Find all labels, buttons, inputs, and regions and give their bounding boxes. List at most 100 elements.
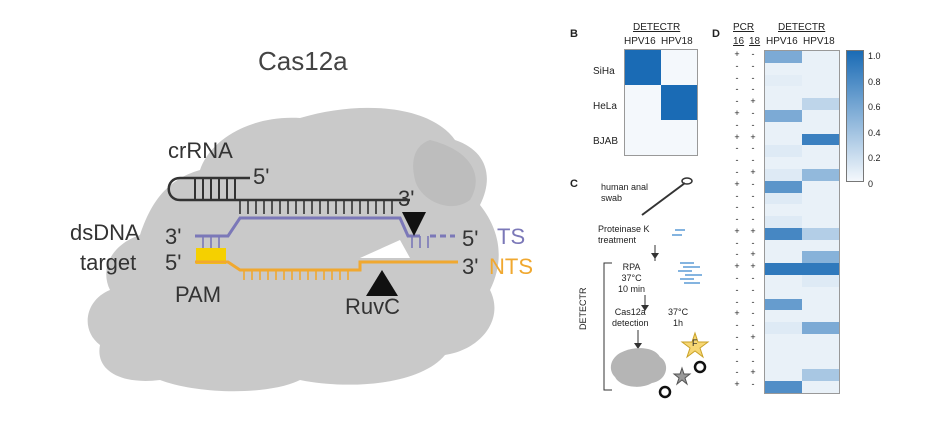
- pcr-result-sign: -: [751, 214, 755, 225]
- panel-b-heat-cell: [661, 120, 697, 155]
- panel-b-row-bjab: BJAB: [593, 136, 619, 147]
- pcr-header: PCR: [733, 22, 755, 33]
- nts-three-prime: 3': [462, 254, 479, 279]
- pcr-result-sign: -: [735, 320, 739, 331]
- pcr-result-sign: +: [750, 332, 756, 343]
- panel-d-heat-cell: [765, 192, 802, 205]
- pcr-result-sign: +: [750, 96, 756, 107]
- fluorophore-star-icon: [680, 331, 710, 359]
- panel-d-heat-cell: [765, 251, 802, 264]
- fluor-label: F: [692, 338, 698, 348]
- pcr-result-sign: -: [751, 202, 755, 213]
- pcr-result-sign: -: [735, 296, 739, 307]
- panel-d-heat-cell: [802, 239, 839, 252]
- pcr-result-sign: -: [735, 143, 739, 154]
- panel-d-heat-cell: [765, 51, 802, 63]
- quencher-icon-2: [658, 385, 672, 399]
- nts-five-prime: 5': [165, 250, 182, 275]
- colorbar-tick-5: 0.2: [868, 153, 881, 164]
- pcr-result-sign: +: [734, 225, 740, 236]
- panel-d-heat-cell: [765, 357, 802, 370]
- cas12a-temp: 37°C: [668, 307, 689, 317]
- panel-d-heat-cell: [765, 275, 802, 287]
- panel-d-heat-cell: [765, 74, 802, 87]
- panel-b-heat-cell: [625, 50, 661, 85]
- pcr-result-sign: -: [751, 107, 755, 118]
- protein-title: Cas12a: [258, 46, 348, 76]
- panel-b-heat-cell: [625, 85, 661, 120]
- nts-label: NTS: [489, 254, 533, 279]
- panel-d-heat-cell: [765, 239, 802, 252]
- ruvc-label: RuvC: [345, 294, 401, 319]
- pcr-result-sign: -: [735, 237, 739, 248]
- pcr-result-sign: +: [750, 166, 756, 177]
- pam-label: PAM: [175, 282, 222, 307]
- pcr-result-sign: +: [734, 49, 740, 59]
- cas12a-structure-illustration: [87, 107, 499, 392]
- panel-d-heat-cell: [802, 204, 839, 217]
- panel-d-heat-cell: [765, 381, 802, 393]
- pcr-result-sign: -: [735, 190, 739, 201]
- panel-d-heat-cell: [802, 62, 839, 75]
- panel-d-heat-cell: [802, 369, 839, 382]
- panel-d-heat-cell: [765, 86, 802, 99]
- step-cas12a-conditions: 37°C 1h: [668, 307, 688, 329]
- panel-d-heat-cell: [802, 98, 839, 110]
- pcr-result-sign: +: [734, 308, 740, 319]
- panel-d-heat-cell: [802, 227, 839, 240]
- pcr-result-sign: -: [735, 214, 739, 225]
- pcr-result-sign: -: [735, 202, 739, 213]
- panel-b-letter: B: [570, 28, 578, 40]
- pcr-result-sign: -: [751, 178, 755, 189]
- dsdna-label: dsDNA: [70, 220, 140, 245]
- swab-icon: [641, 182, 686, 216]
- pcr-result-sign: -: [735, 355, 739, 366]
- target-label: target: [80, 250, 137, 275]
- pcr-result-sign: -: [751, 190, 755, 201]
- panel-d-letter: D: [712, 28, 720, 40]
- ts-three-prime: 3': [165, 224, 182, 249]
- rpa-name: RPA: [622, 262, 641, 272]
- pcr-result-sign: -: [735, 332, 739, 343]
- pcr-result-sign: -: [735, 60, 739, 71]
- panel-d-heat-cell: [765, 345, 802, 358]
- panel-d-heat-cell: [802, 180, 839, 193]
- panel-d-heat-cell: [765, 334, 802, 346]
- pcr-result-sign: -: [751, 155, 755, 166]
- pcr-result-sign: -: [751, 60, 755, 71]
- panel-d-heat-cell: [765, 157, 802, 169]
- panel-d-heat-cell: [765, 168, 802, 181]
- panel-d-heat-cell: [765, 286, 802, 299]
- panel-c-letter: C: [570, 178, 578, 190]
- cleavage-site-ts: [402, 212, 426, 236]
- panel-d-heat-cell: [802, 322, 839, 335]
- panel-d-heatmap: [764, 50, 840, 394]
- colorbar-ticks: 1.0 0.8 0.6 0.4 0.2 0: [868, 44, 881, 198]
- panel-d-heat-cell: [765, 322, 802, 335]
- panel-b-col-hpv18: HPV18: [661, 36, 693, 47]
- panel-d-heat-cell: [765, 204, 802, 217]
- pcr-result-sign: -: [735, 284, 739, 295]
- pcr-result-sign: -: [735, 155, 739, 166]
- cleavage-site-nts: [366, 270, 398, 296]
- panel-d-heat-cell: [802, 133, 839, 146]
- panel-d-heat-cell: [765, 298, 802, 311]
- panel-d-heat-cell: [802, 145, 839, 158]
- crrna-label: crRNA: [168, 138, 233, 163]
- pcr-result-sign: -: [735, 119, 739, 130]
- colorbar-tick-6: 0: [868, 178, 874, 189]
- panel-d-heat-cell: [802, 275, 839, 287]
- pcr-result-sign: -: [735, 343, 739, 354]
- panel-c-workflow-illustration: [603, 177, 710, 399]
- pcr-result-sign: -: [735, 72, 739, 83]
- panel-b-row-siha: SiHa: [593, 66, 615, 77]
- panel-d-heat-cell: [802, 74, 839, 87]
- crrna-three-prime: 3': [398, 186, 415, 211]
- pcr-result-sign: +: [750, 225, 756, 236]
- pcr-result-sign: +: [750, 131, 756, 142]
- step-proteinase-label: Proteinase K treatment: [598, 224, 650, 245]
- panel-d-heat-cell: [802, 286, 839, 299]
- panel-d-heat-cell: [802, 310, 839, 323]
- pcr-result-sign: -: [751, 237, 755, 248]
- arrow-3-head: [641, 305, 649, 311]
